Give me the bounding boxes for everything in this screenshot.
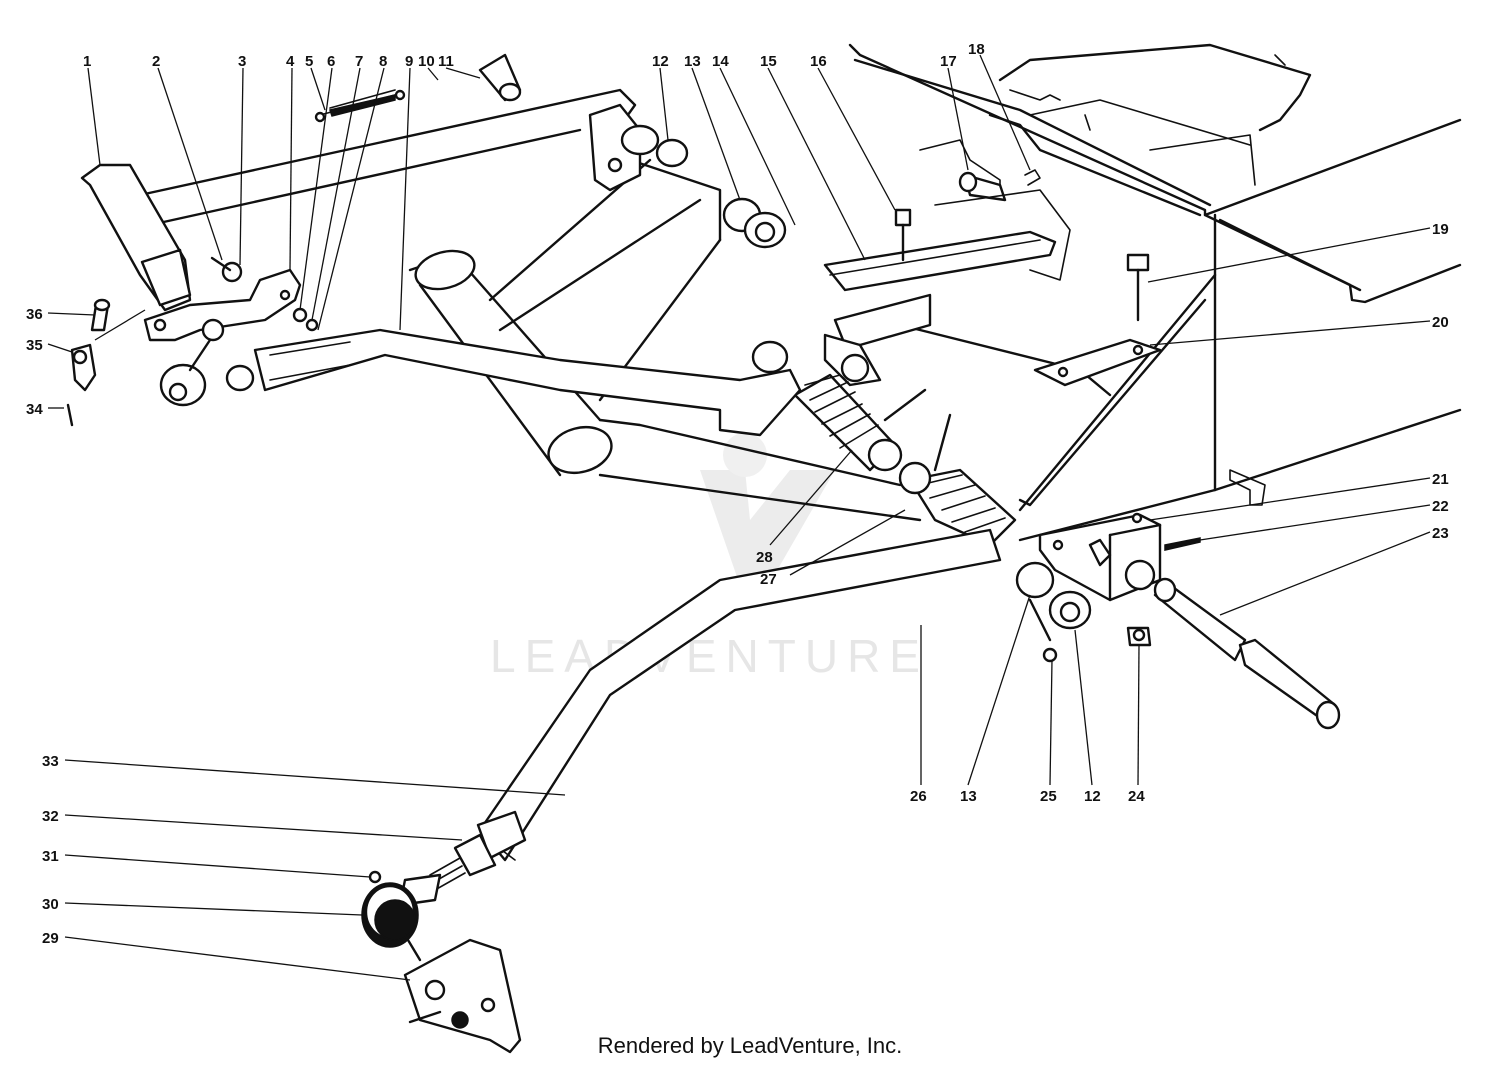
channel-assembly [823,208,1162,387]
callout-9: 9 [405,53,413,70]
callout-1: 1 [83,53,91,70]
callout-27: 27 [760,571,777,588]
callout-30: 30 [42,896,59,913]
footer-credit: Rendered by LeadVenture, Inc. [597,1033,903,1058]
callout-7: 7 [355,53,363,70]
callout-15: 15 [760,53,777,70]
callout-12-bottom: 12 [1084,788,1101,805]
callout-22: 22 [1432,498,1449,515]
callout-29: 29 [42,930,59,947]
callout-12-top: 12 [652,53,669,70]
left-hardware [66,298,111,427]
callout-26: 26 [910,788,927,805]
callout-24: 24 [1128,788,1145,805]
callout-8: 8 [379,53,387,70]
lever-assembly [80,163,319,407]
callout-28: 28 [756,549,773,566]
callout-4: 4 [286,53,295,70]
upper-link-arm [225,328,802,437]
small-spring [314,89,406,123]
callout-10: 10 [418,53,435,70]
callout-33: 33 [42,753,59,770]
callout-35: 35 [26,337,43,354]
springs [793,373,1017,547]
drag-link [478,528,1092,862]
callout-25: 25 [1040,788,1057,805]
right-bracket [1038,512,1341,730]
callout-36: 36 [26,306,43,323]
callout-31: 31 [42,848,59,865]
callout-21: 21 [1432,471,1449,488]
callout-5: 5 [305,53,313,70]
leader-lines [47,54,1431,981]
callout-2: 2 [152,53,160,70]
callout-11: 11 [438,53,454,70]
callout-17: 17 [940,53,957,70]
callout-19: 19 [1432,221,1449,238]
rear-pin [919,139,1071,281]
callout-6: 6 [327,53,335,70]
frame-tubes [138,88,922,522]
callout-34: 34 [26,401,43,418]
callouts: 1 2 3 4 5 6 7 8 9 10 11 12 13 14 15 16 1… [26,41,1449,947]
callout-32: 32 [42,808,59,825]
watermark-text: LEADVENTURE [490,630,929,682]
callout-13-top: 13 [684,53,701,70]
callout-16: 16 [810,53,827,70]
callout-20: 20 [1432,314,1449,331]
lower-ball-joint [361,810,527,1054]
deck-frame [848,43,1462,542]
pivot-bracket [478,53,787,249]
callout-13-bottom: 13 [960,788,977,805]
callout-14: 14 [712,53,729,70]
callout-23: 23 [1432,525,1449,542]
callout-18: 18 [968,41,985,58]
callout-3: 3 [238,53,246,70]
